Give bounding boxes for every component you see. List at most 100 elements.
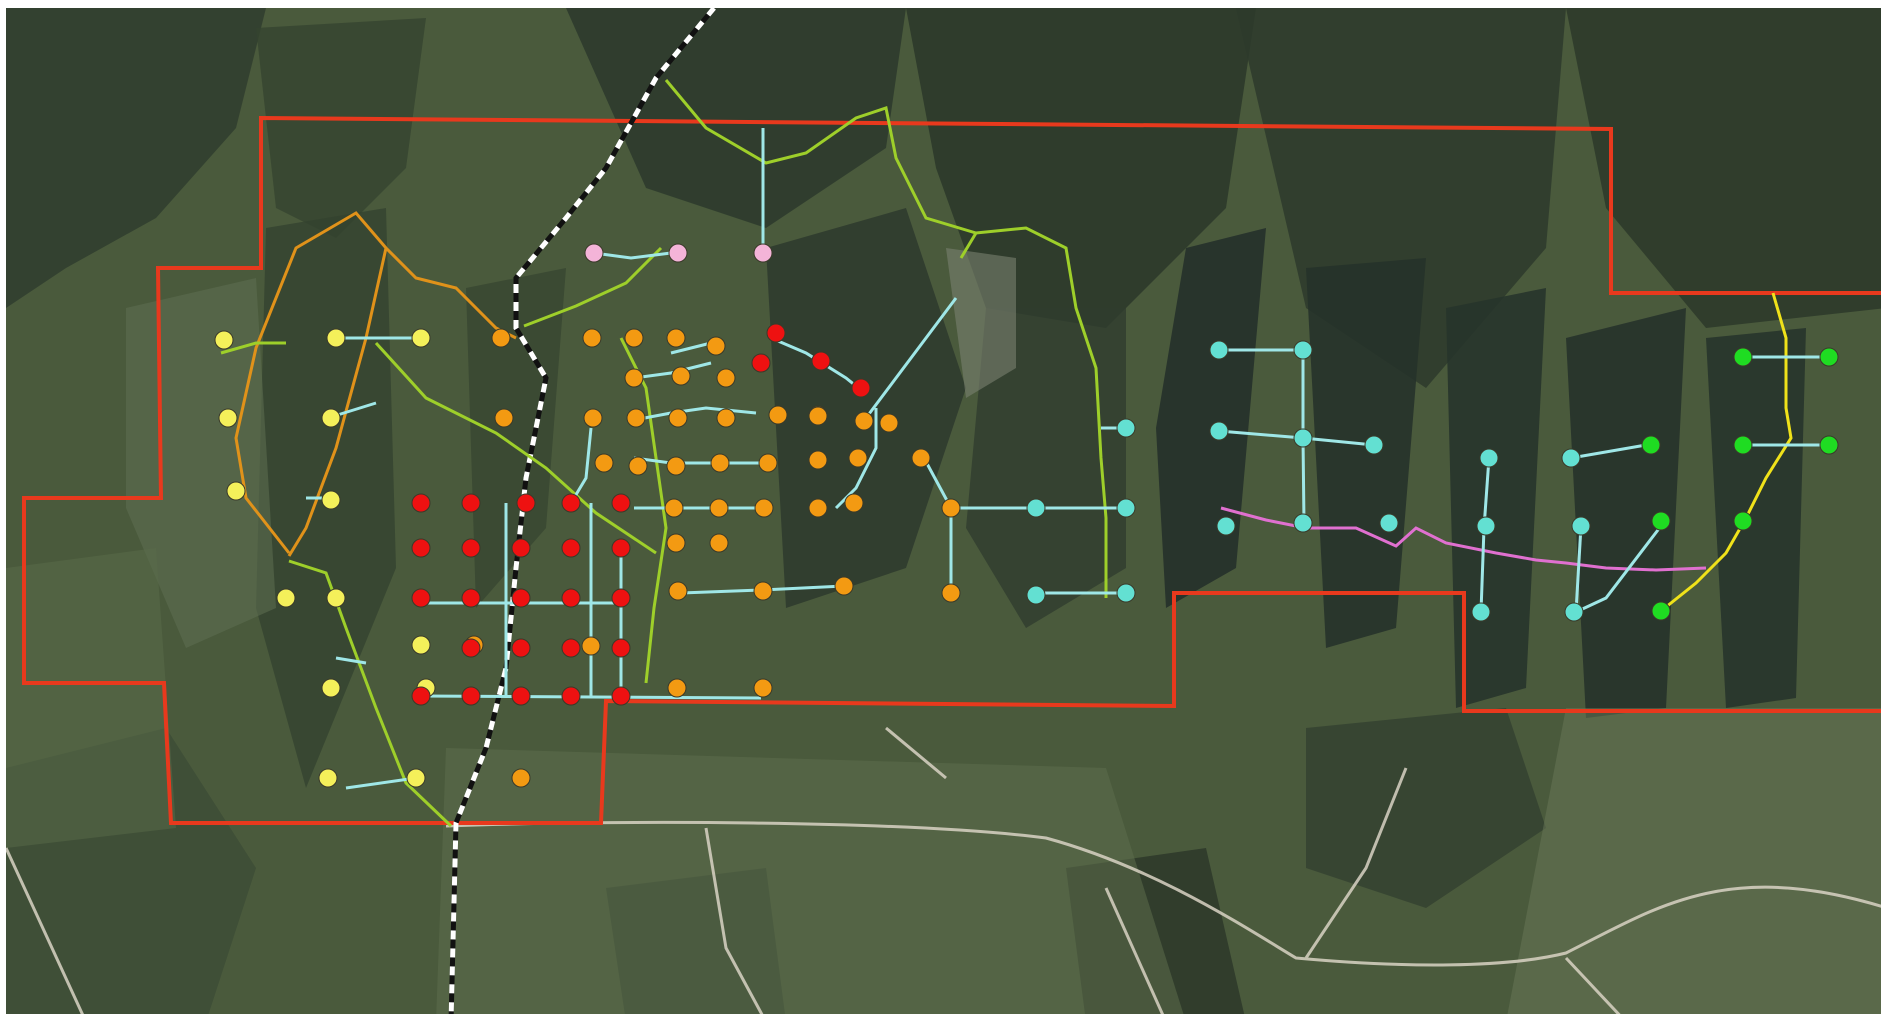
orange-well-marker[interactable] [583, 408, 603, 428]
red-well-marker[interactable] [561, 588, 581, 608]
orange-well-marker[interactable] [911, 448, 931, 468]
orange-well-marker[interactable] [582, 328, 602, 348]
cyan-well-marker[interactable] [1571, 516, 1591, 536]
green-well-marker[interactable] [1819, 347, 1839, 367]
green-well-marker[interactable] [1641, 435, 1661, 455]
orange-well-marker[interactable] [768, 405, 788, 425]
cyan-well-marker[interactable] [1116, 583, 1136, 603]
red-well-marker[interactable] [511, 538, 531, 558]
red-well-marker[interactable] [461, 493, 481, 513]
pink-well-marker[interactable] [753, 243, 773, 263]
cyan-well-marker[interactable] [1209, 421, 1229, 441]
pink-well-marker[interactable] [584, 243, 604, 263]
orange-well-marker[interactable] [710, 453, 730, 473]
cyan-well-marker[interactable] [1479, 448, 1499, 468]
red-well-marker[interactable] [461, 638, 481, 658]
orange-well-marker[interactable] [666, 533, 686, 553]
orange-well-marker[interactable] [668, 581, 688, 601]
cyan-well-marker[interactable] [1293, 340, 1313, 360]
red-well-marker[interactable] [461, 538, 481, 558]
orange-well-marker[interactable] [808, 498, 828, 518]
orange-well-marker[interactable] [667, 678, 687, 698]
red-well-marker[interactable] [611, 493, 631, 513]
pink-well-marker[interactable] [668, 243, 688, 263]
green-well-marker[interactable] [1819, 435, 1839, 455]
cyan-well-marker[interactable] [1026, 498, 1046, 518]
red-well-marker[interactable] [561, 638, 581, 658]
red-well-marker[interactable] [411, 588, 431, 608]
orange-well-marker[interactable] [491, 328, 511, 348]
satellite-map[interactable] [6, 8, 1881, 1014]
yellow-well-marker[interactable] [226, 481, 246, 501]
red-well-marker[interactable] [611, 588, 631, 608]
red-well-marker[interactable] [461, 686, 481, 706]
yellow-well-marker[interactable] [326, 588, 346, 608]
red-well-marker[interactable] [411, 686, 431, 706]
red-well-marker[interactable] [411, 538, 431, 558]
red-well-marker[interactable] [851, 378, 871, 398]
cyan-well-marker[interactable] [1379, 513, 1399, 533]
orange-well-marker[interactable] [666, 328, 686, 348]
cyan-well-marker[interactable] [1026, 585, 1046, 605]
red-well-marker[interactable] [511, 638, 531, 658]
orange-well-marker[interactable] [628, 456, 648, 476]
cyan-well-marker[interactable] [1564, 602, 1584, 622]
yellow-well-marker[interactable] [326, 328, 346, 348]
red-well-marker[interactable] [511, 686, 531, 706]
orange-well-marker[interactable] [581, 636, 601, 656]
yellow-well-marker[interactable] [321, 678, 341, 698]
yellow-well-marker[interactable] [318, 768, 338, 788]
cyan-well-marker[interactable] [1471, 602, 1491, 622]
orange-well-marker[interactable] [709, 498, 729, 518]
orange-well-marker[interactable] [511, 768, 531, 788]
orange-well-marker[interactable] [716, 368, 736, 388]
red-well-marker[interactable] [611, 538, 631, 558]
orange-well-marker[interactable] [494, 408, 514, 428]
cyan-well-marker[interactable] [1293, 513, 1313, 533]
yellow-well-marker[interactable] [411, 328, 431, 348]
orange-well-marker[interactable] [941, 498, 961, 518]
red-well-marker[interactable] [511, 588, 531, 608]
red-well-marker[interactable] [811, 351, 831, 371]
green-well-marker[interactable] [1651, 601, 1671, 621]
orange-well-marker[interactable] [709, 533, 729, 553]
cyan-well-marker[interactable] [1116, 498, 1136, 518]
yellow-well-marker[interactable] [321, 490, 341, 510]
orange-well-marker[interactable] [706, 336, 726, 356]
orange-well-marker[interactable] [844, 493, 864, 513]
red-well-marker[interactable] [561, 493, 581, 513]
cyan-well-marker[interactable] [1216, 516, 1236, 536]
orange-well-marker[interactable] [753, 678, 773, 698]
yellow-well-marker[interactable] [321, 408, 341, 428]
green-well-marker[interactable] [1733, 435, 1753, 455]
red-well-marker[interactable] [461, 588, 481, 608]
cyan-well-marker[interactable] [1364, 435, 1384, 455]
orange-well-marker[interactable] [879, 413, 899, 433]
yellow-well-marker[interactable] [214, 330, 234, 350]
orange-well-marker[interactable] [671, 366, 691, 386]
red-well-marker[interactable] [516, 493, 536, 513]
cyan-well-marker[interactable] [1476, 516, 1496, 536]
cyan-well-marker[interactable] [1209, 340, 1229, 360]
green-well-marker[interactable] [1733, 511, 1753, 531]
orange-well-marker[interactable] [716, 408, 736, 428]
red-well-marker[interactable] [766, 323, 786, 343]
red-well-marker[interactable] [411, 493, 431, 513]
cyan-well-marker[interactable] [1116, 418, 1136, 438]
orange-well-marker[interactable] [668, 408, 688, 428]
red-well-marker[interactable] [561, 686, 581, 706]
green-well-marker[interactable] [1733, 347, 1753, 367]
orange-well-marker[interactable] [834, 576, 854, 596]
orange-well-marker[interactable] [854, 411, 874, 431]
yellow-well-marker[interactable] [218, 408, 238, 428]
red-well-marker[interactable] [611, 638, 631, 658]
orange-well-marker[interactable] [848, 448, 868, 468]
orange-well-marker[interactable] [753, 581, 773, 601]
yellow-well-marker[interactable] [276, 588, 296, 608]
red-well-marker[interactable] [561, 538, 581, 558]
cyan-well-marker[interactable] [1561, 448, 1581, 468]
orange-well-marker[interactable] [666, 456, 686, 476]
cyan-well-marker[interactable] [1293, 428, 1313, 448]
orange-well-marker[interactable] [594, 453, 614, 473]
orange-well-marker[interactable] [754, 498, 774, 518]
